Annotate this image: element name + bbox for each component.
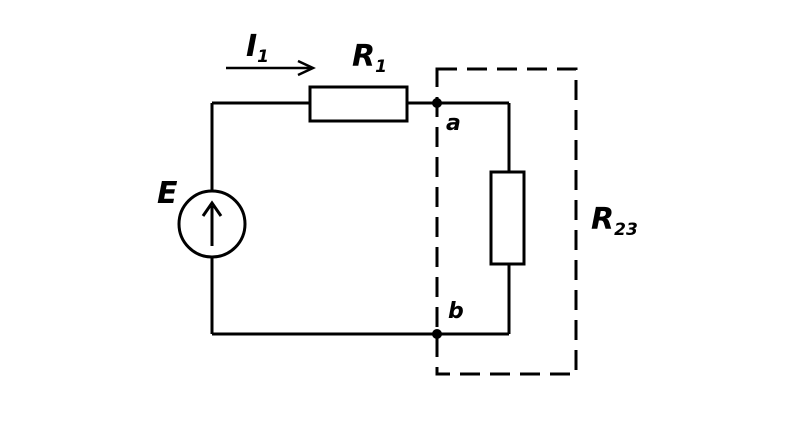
node-a-label: a	[446, 111, 461, 136]
wires	[210, 101, 511, 336]
source-arrow-head-icon	[201, 200, 223, 217]
equivalent-label-main: R	[591, 202, 614, 237]
resistor1-label: R1	[352, 39, 387, 77]
equivalent-label: R23	[591, 202, 638, 240]
current-arrow	[226, 59, 316, 77]
node-b-dot	[432, 329, 442, 339]
current-label-sub: 1	[257, 47, 269, 67]
node-b-label: b	[448, 299, 464, 324]
current-arrow-head-icon	[297, 59, 316, 77]
source-label-main: E	[157, 176, 178, 211]
source-label: E	[157, 176, 178, 211]
equivalent-dashed-box	[435, 67, 578, 376]
voltage-source	[177, 189, 247, 259]
current-label: I1	[246, 29, 269, 67]
resistor-vertical	[489, 170, 526, 266]
current-label-main: I	[246, 29, 257, 64]
equivalent-label-sub: 23	[614, 220, 638, 240]
resistor1-label-sub: 1	[375, 57, 387, 77]
resistor1-label-main: R	[352, 39, 375, 74]
resistor-r1	[308, 85, 409, 123]
node-a-dot	[432, 98, 442, 108]
